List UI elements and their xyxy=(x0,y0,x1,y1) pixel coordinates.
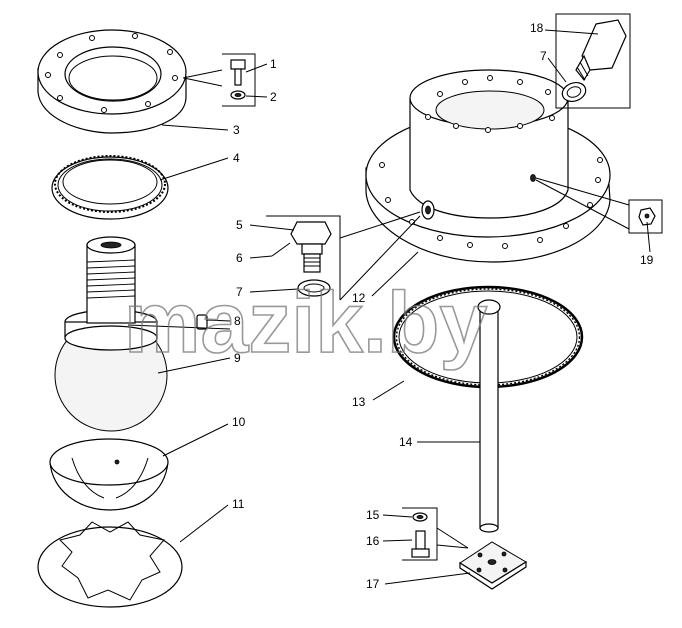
bracket-1-2 xyxy=(222,53,256,107)
callout-5: 5 xyxy=(236,218,243,232)
bracket-15-16 xyxy=(402,507,438,561)
inset-box-19 xyxy=(628,199,663,234)
part-seal-ring-4 xyxy=(51,155,169,220)
part-washer-15 xyxy=(412,512,428,522)
callout-7a: 7 xyxy=(236,285,243,299)
leader-lines xyxy=(127,29,651,585)
callout-4: 4 xyxy=(233,151,240,165)
part-rod-14 xyxy=(477,299,501,533)
callout-6: 6 xyxy=(236,251,243,265)
callout-2: 2 xyxy=(270,90,277,104)
part-plate-17 xyxy=(459,541,527,590)
watermark-text: mazik.by xyxy=(124,275,487,371)
callout-12: 12 xyxy=(352,291,366,305)
part-plug-5 xyxy=(290,221,332,273)
callout-8: 8 xyxy=(234,314,241,328)
part-bolt-16 xyxy=(411,530,430,558)
part-gasket-11 xyxy=(37,521,183,608)
callout-15: 15 xyxy=(366,508,380,522)
part-washer-2 xyxy=(230,90,246,100)
callout-17: 17 xyxy=(366,577,380,591)
callout-18: 18 xyxy=(530,21,544,35)
inset-box-18 xyxy=(555,13,631,109)
part-bowl-10 xyxy=(49,438,169,511)
callout-11: 11 xyxy=(232,497,245,511)
part-wire-6 xyxy=(271,242,291,257)
part-housing-12 xyxy=(365,69,611,263)
part-ball-stud-9 xyxy=(54,236,168,432)
callout-10: 10 xyxy=(232,415,246,429)
callout-13: 13 xyxy=(352,395,366,409)
bracket-5-7 xyxy=(266,215,341,300)
part-seal-ring-7a xyxy=(297,279,331,297)
callout-3: 3 xyxy=(233,123,240,137)
part-bolt-1 xyxy=(230,59,246,86)
callout-14: 14 xyxy=(399,435,413,449)
part-pin-8 xyxy=(196,314,208,330)
part-flange-ring xyxy=(37,29,187,134)
callout-9: 9 xyxy=(234,351,241,365)
callout-1: 1 xyxy=(270,57,277,71)
callout-19: 19 xyxy=(640,253,654,267)
callout-7b: 7 xyxy=(540,49,547,63)
callout-labels: 1 2 3 4 5 6 7 8 9 10 11 12 13 14 15 16 1… xyxy=(232,21,654,591)
callout-16: 16 xyxy=(366,534,380,548)
